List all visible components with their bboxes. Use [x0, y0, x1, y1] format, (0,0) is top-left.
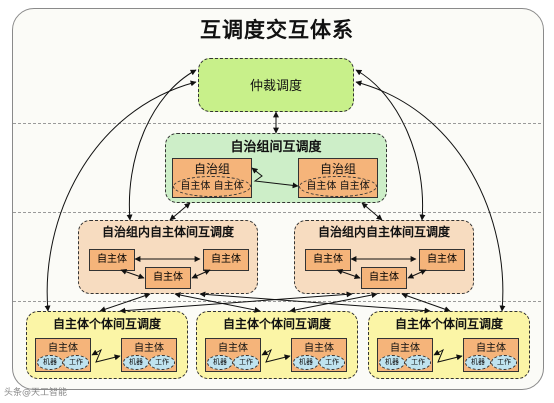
agent-node: 自主体 机器 工作 [377, 338, 433, 372]
agent-link [336, 268, 361, 280]
individual-label: 自主体个体间互调度 [394, 317, 503, 331]
arbitration-link [126, 69, 197, 221]
agent-node: 自主体 [203, 249, 249, 271]
layer-separator [13, 212, 541, 213]
agent-node: 自主体 机器 工作 [121, 338, 177, 372]
agent-link [120, 268, 145, 280]
agent-label: 自主体 [48, 343, 78, 354]
work-part: 工作 [149, 355, 175, 370]
agent-node: 自主体 机器 工作 [291, 338, 347, 372]
work-part: 工作 [405, 355, 431, 370]
agent-label: 自主体 [306, 181, 337, 192]
arbitration-label: 仲裁调度 [249, 79, 302, 94]
individual-box: 自主体个体间互调度 自主体 机器 工作 自主体 机器 工作 [368, 311, 530, 379]
individual-link [91, 348, 121, 363]
individual-box: 自主体个体间互调度 自主体 机器 工作 自主体 机器 工作 [26, 311, 188, 379]
intra-to-individual-link [289, 292, 378, 313]
machine-part: 机器 [37, 355, 63, 370]
individual-link [433, 348, 463, 363]
group-label: 自治组 [193, 162, 230, 176]
agent-node: 自主体 机器 工作 [35, 338, 91, 372]
agent-label: 自主体 [134, 343, 164, 354]
arbitration-box: 仲裁调度 [198, 58, 354, 112]
agent-node: 自主体 机器 工作 [205, 338, 261, 372]
agent-link [191, 269, 211, 279]
machine-part: 机器 [379, 355, 405, 370]
inter-group-label: 自治组间互调度 [230, 140, 322, 155]
intra-to-individual-link [99, 292, 151, 313]
arbitration-link [355, 80, 506, 312]
group-to-intra-link [169, 202, 191, 221]
arbitration-link [44, 80, 197, 312]
machine-part: 机器 [123, 355, 149, 370]
group-link [251, 167, 299, 189]
agent-label: 自主体 [476, 343, 506, 354]
agent-node: 自主体 机器 工作 [463, 338, 519, 372]
work-part: 工作 [491, 355, 517, 370]
machine-part: 机器 [465, 355, 491, 370]
agent-link [407, 269, 427, 279]
agent-label: 自主体 [213, 181, 244, 192]
arbitration-link [355, 69, 426, 221]
individual-link [261, 348, 291, 363]
agent-label: 自主体 [339, 181, 370, 192]
individual-label: 自主体个体间互调度 [222, 317, 331, 331]
agent-label: 自主体 [218, 343, 248, 354]
group-to-intra-link [361, 202, 383, 221]
individual-label: 自主体个体间互调度 [52, 317, 161, 331]
watermark: 头条@天工智能 [4, 388, 68, 398]
agent-label: 自主体 [390, 343, 420, 354]
work-part: 工作 [319, 355, 345, 370]
individual-box: 自主体个体间互调度 自主体 机器 工作 自主体 机器 工作 [196, 311, 358, 379]
diagram-title: 互调度交互体系 [200, 18, 354, 42]
machine-part: 机器 [293, 355, 319, 370]
group-label: 自治组 [319, 162, 356, 176]
machine-part: 机器 [207, 355, 233, 370]
intra-to-individual-link [401, 292, 451, 313]
agent-label: 自主体 [304, 343, 334, 354]
work-part: 工作 [63, 355, 89, 370]
intra-to-individual-link [174, 292, 261, 313]
work-part: 工作 [233, 355, 259, 370]
